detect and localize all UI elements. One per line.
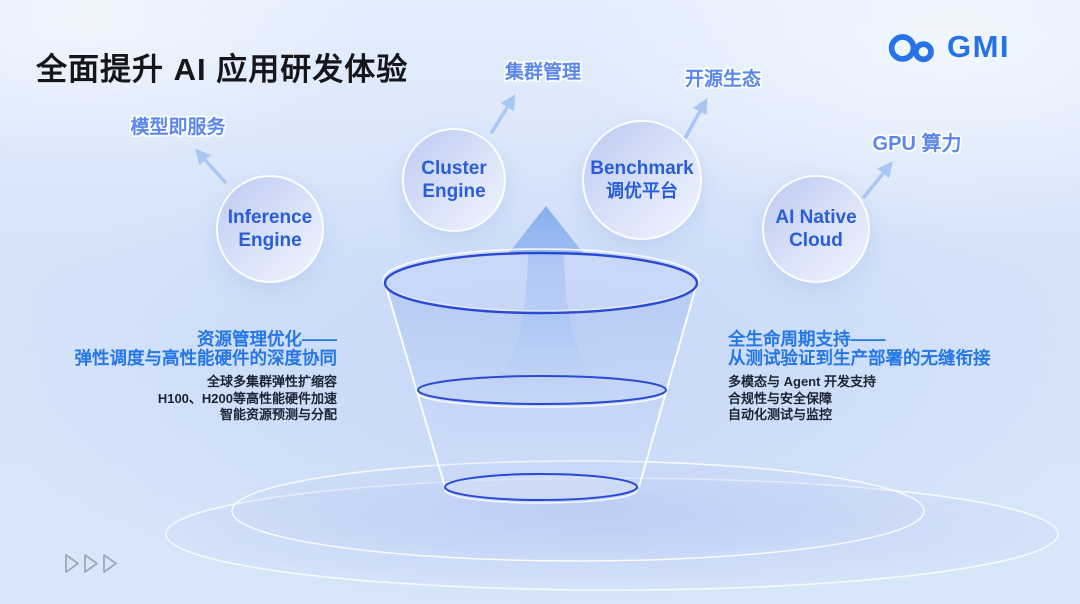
circle-benchmark-line2: 调优平台 — [606, 180, 678, 201]
circle-inference-engine: Inference Engine — [216, 175, 324, 283]
circle-ai-native-cloud-line1: AI Native — [775, 206, 857, 228]
circle-cluster-engine-line1: Cluster — [421, 157, 487, 179]
funnel-side-left — [384, 282, 446, 488]
connector-arrow-open-source — [681, 97, 708, 144]
funnel-side-right — [638, 282, 698, 488]
page-title: 全面提升 AI 应用研发体验 — [36, 52, 409, 87]
funnel-middle-rim-highlight — [417, 392, 667, 408]
label-cluster-management: 集群管理 — [504, 62, 582, 83]
resource-optimization-block: 资源管理优化—— 弹性调度与高性能硬件的深度协同 全球多集群弹性扩缩容 H100… — [75, 330, 338, 424]
connector-arrow-model-service — [194, 148, 227, 184]
circle-benchmark-line1: Benchmark — [590, 158, 694, 180]
funnel-top-rim — [383, 251, 699, 315]
circle-cluster-engine: Cluster Engine — [402, 128, 506, 232]
label-open-source-ecosystem: 开源生态 — [684, 69, 762, 90]
gmi-cloud-icon — [888, 34, 934, 63]
right-block-heading-line1: 全生命周期支持—— — [728, 329, 886, 349]
left-block-bullets: 全球多集群弹性扩缩容 H100、H200等高性能硬件加速 智能资源预测与分配 — [75, 374, 337, 424]
right-bullet-1: 多模态与 Agent 开发支持 — [728, 374, 877, 389]
connector-arrow-cluster-mgmt — [490, 94, 516, 134]
circle-inference-engine-line1: Inference — [227, 206, 313, 228]
circle-ai-native-cloud: AI Native Cloud — [762, 175, 870, 283]
chevrons-icon — [65, 554, 117, 573]
label-gpu-compute: GPU 算力 — [872, 133, 962, 155]
funnel-bottom-rim — [444, 473, 638, 501]
circle-ai-native-cloud-line2: Cloud — [789, 230, 843, 251]
left-block-heading-line1: 资源管理优化—— — [197, 329, 337, 349]
lifecycle-support-block: 全生命周期支持—— 从测试验证到生产部署的无缝衔接 多模态与 Agent 开发支… — [728, 330, 991, 424]
right-block-bullets: 多模态与 Agent 开发支持 合规性与安全保障 自动化测试与监控 — [728, 374, 991, 424]
left-bullet-3: 智能资源预测与分配 — [219, 407, 337, 422]
right-bullet-3: 自动化测试与监控 — [728, 407, 833, 422]
funnel-bottom-rim-highlight — [444, 489, 638, 504]
funnel-top-rim-highlight — [382, 248, 700, 312]
circle-inference-engine-line2: Engine — [238, 230, 302, 251]
circle-benchmark-platform: Benchmark 调优平台 — [582, 120, 702, 240]
logo-text: GMI — [947, 29, 1011, 64]
up-arrow — [470, 206, 622, 413]
right-block-heading-line2: 从测试验证到生产部署的无缝衔接 — [728, 347, 991, 368]
label-model-as-service: 模型即服务 — [130, 117, 226, 138]
right-bullet-2: 合规性与安全保障 — [728, 390, 833, 406]
left-bullet-2: H100、H200等高性能硬件加速 — [157, 390, 337, 406]
funnel-middle-rim — [417, 375, 667, 405]
left-bullet-1: 全球多集群弹性扩缩容 — [206, 374, 337, 389]
circle-cluster-engine-line2: Engine — [422, 181, 486, 202]
connector-arrow-gpu-power — [862, 161, 893, 199]
gmi-logo: GMI — [884, 28, 1010, 66]
left-block-heading-line2: 弹性调度与高性能硬件的深度协同 — [74, 347, 338, 368]
